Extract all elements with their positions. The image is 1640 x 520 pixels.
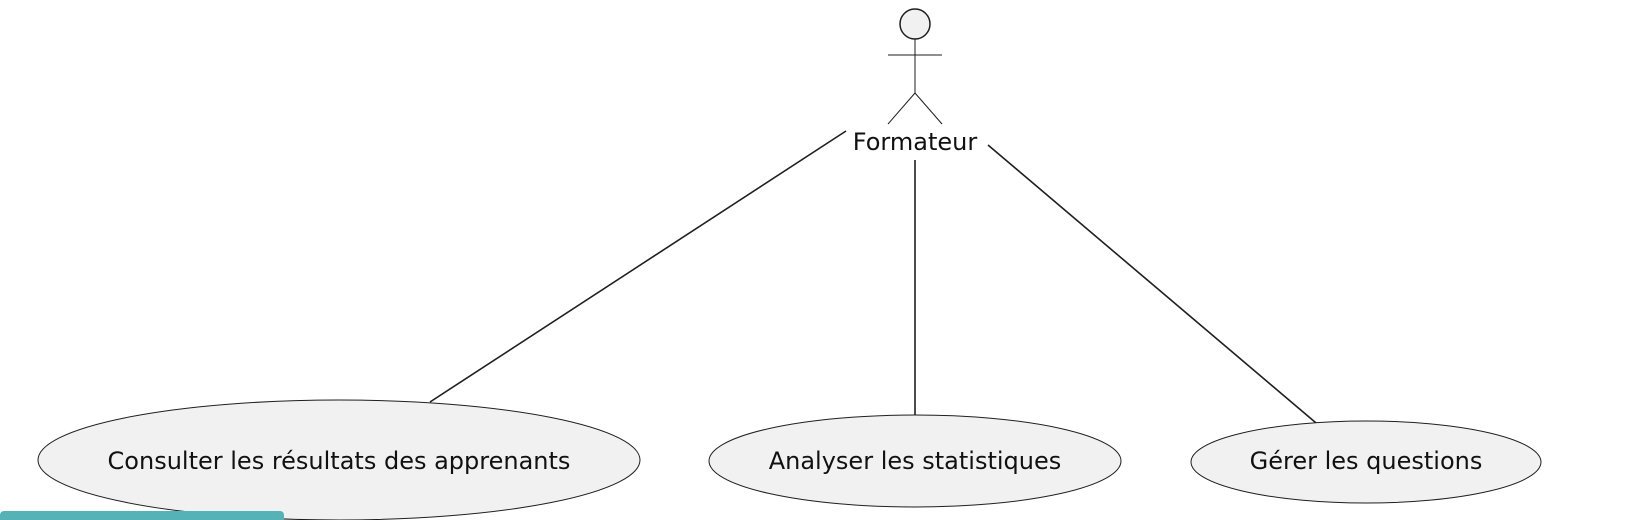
actor-head-icon xyxy=(899,8,931,40)
actor-name-label: Formateur xyxy=(853,128,978,156)
usecase-analyser-statistiques[interactable]: Analyser les statistiques xyxy=(708,414,1122,508)
usecase-ellipse xyxy=(708,414,1122,508)
usecase-label: Consulter les résultats des apprenants xyxy=(108,447,571,475)
actor-formateur[interactable]: Formateur xyxy=(853,8,978,156)
usecase-ellipse xyxy=(37,399,641,520)
usecase-ellipse xyxy=(1190,420,1542,504)
usecase-consulter-resultats[interactable]: Consulter les résultats des apprenants xyxy=(37,399,641,520)
usecase-gerer-questions[interactable]: Gérer les questions xyxy=(1190,420,1542,504)
actor-left-leg xyxy=(887,92,916,125)
bottom-tab-strip xyxy=(0,511,284,520)
usecase-label: Analyser les statistiques xyxy=(769,447,1062,475)
association-line-gerer xyxy=(987,144,1323,429)
actor-right-leg xyxy=(914,92,943,125)
usecase-label: Gérer les questions xyxy=(1250,447,1483,475)
association-line-consulter xyxy=(429,130,847,403)
